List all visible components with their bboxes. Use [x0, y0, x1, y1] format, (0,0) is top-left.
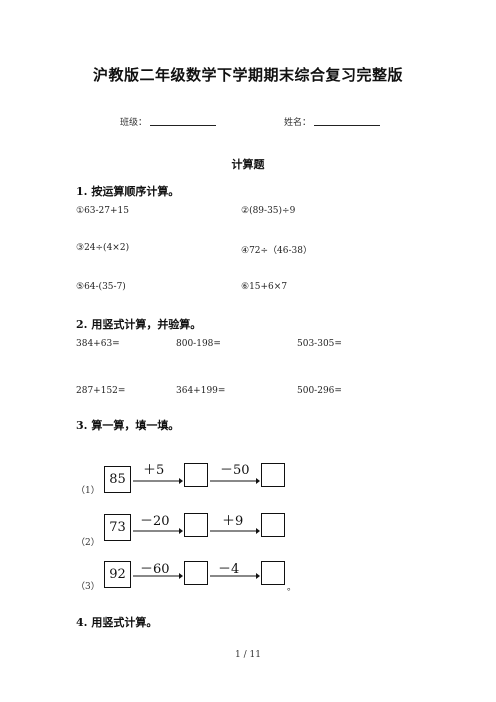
problem-1-6: ⑥15+6×7 [241, 282, 288, 292]
section-4-heading: 4. 用竖式计算。 [76, 616, 158, 629]
name-field: 姓名： [284, 115, 381, 128]
section-subtitle: 计算题 [231, 158, 265, 171]
chain-1-answer-box-1[interactable] [184, 463, 208, 487]
problem-2-3: 503-305= [297, 339, 342, 349]
problem-1-3: ③24÷(4×2) [76, 243, 130, 253]
chain-1-start-value: 85 [109, 472, 126, 487]
chain-2-start-box: 73 [104, 514, 131, 541]
chain-3-op2: －4 [218, 562, 240, 577]
chain-3-answer-box-1[interactable] [184, 561, 208, 585]
problem-2-1: 384+63= [76, 339, 120, 349]
chain-1-label: （1） [76, 486, 100, 496]
class-label: 班级： [120, 118, 148, 128]
chain-2-label: （2） [76, 538, 100, 548]
chain-1-start-box: 85 [104, 466, 131, 493]
name-blank [314, 116, 381, 126]
class-blank [150, 116, 217, 126]
problem-2-6: 500-296= [297, 386, 342, 396]
chain-2-answer-box-1[interactable] [184, 513, 208, 537]
chain-3-start-box: 92 [104, 561, 131, 588]
name-label: 姓名： [284, 118, 312, 128]
problem-1-2: ②(89-35)÷9 [241, 206, 296, 216]
chain-2-op1: －20 [140, 514, 170, 529]
chain-2-start-value: 73 [109, 520, 126, 535]
problem-1-1: ①63-27+15 [76, 206, 130, 216]
chain-1-answer-box-2[interactable] [261, 463, 285, 487]
chain-3-start-value: 92 [109, 567, 126, 582]
chain-1-arrow-1 [133, 478, 183, 484]
chain-2-arrow-1 [133, 528, 183, 534]
problem-2-5: 364+199= [176, 386, 226, 396]
chain-3-arrow-2 [210, 573, 260, 579]
chain-3-op1: －60 [140, 562, 170, 577]
section-2-heading: 2. 用竖式计算，并验算。 [76, 318, 202, 331]
chain-3-label: （3） [76, 582, 100, 592]
chain-3-trailing-mark: 。 [287, 583, 297, 593]
problem-1-5: ⑤64-(35-7) [76, 282, 126, 292]
section-3-heading: 3. 算一算，填一填。 [76, 419, 180, 432]
chain-2-op2: ＋9 [222, 514, 244, 529]
class-field: 班级： [120, 115, 217, 128]
problem-2-2: 800-198= [176, 339, 221, 349]
page-title: 沪教版二年级数学下学期期末综合复习完整版 [92, 66, 403, 84]
section-1-heading: 1. 按运算顺序计算。 [76, 185, 180, 198]
chain-1-op2: －50 [220, 463, 250, 478]
chain-3-answer-box-2[interactable] [261, 561, 285, 585]
chain-1-op1: ＋5 [143, 463, 165, 478]
page-number: 1 / 11 [235, 650, 261, 660]
chain-2-arrow-2 [210, 528, 260, 534]
chain-1-arrow-2 [210, 478, 260, 484]
chain-2-answer-box-2[interactable] [261, 513, 285, 537]
problem-1-4: ④72÷（46-38） [241, 246, 313, 256]
problem-2-4: 287+152= [76, 386, 126, 396]
chain-3-arrow-1 [133, 573, 183, 579]
